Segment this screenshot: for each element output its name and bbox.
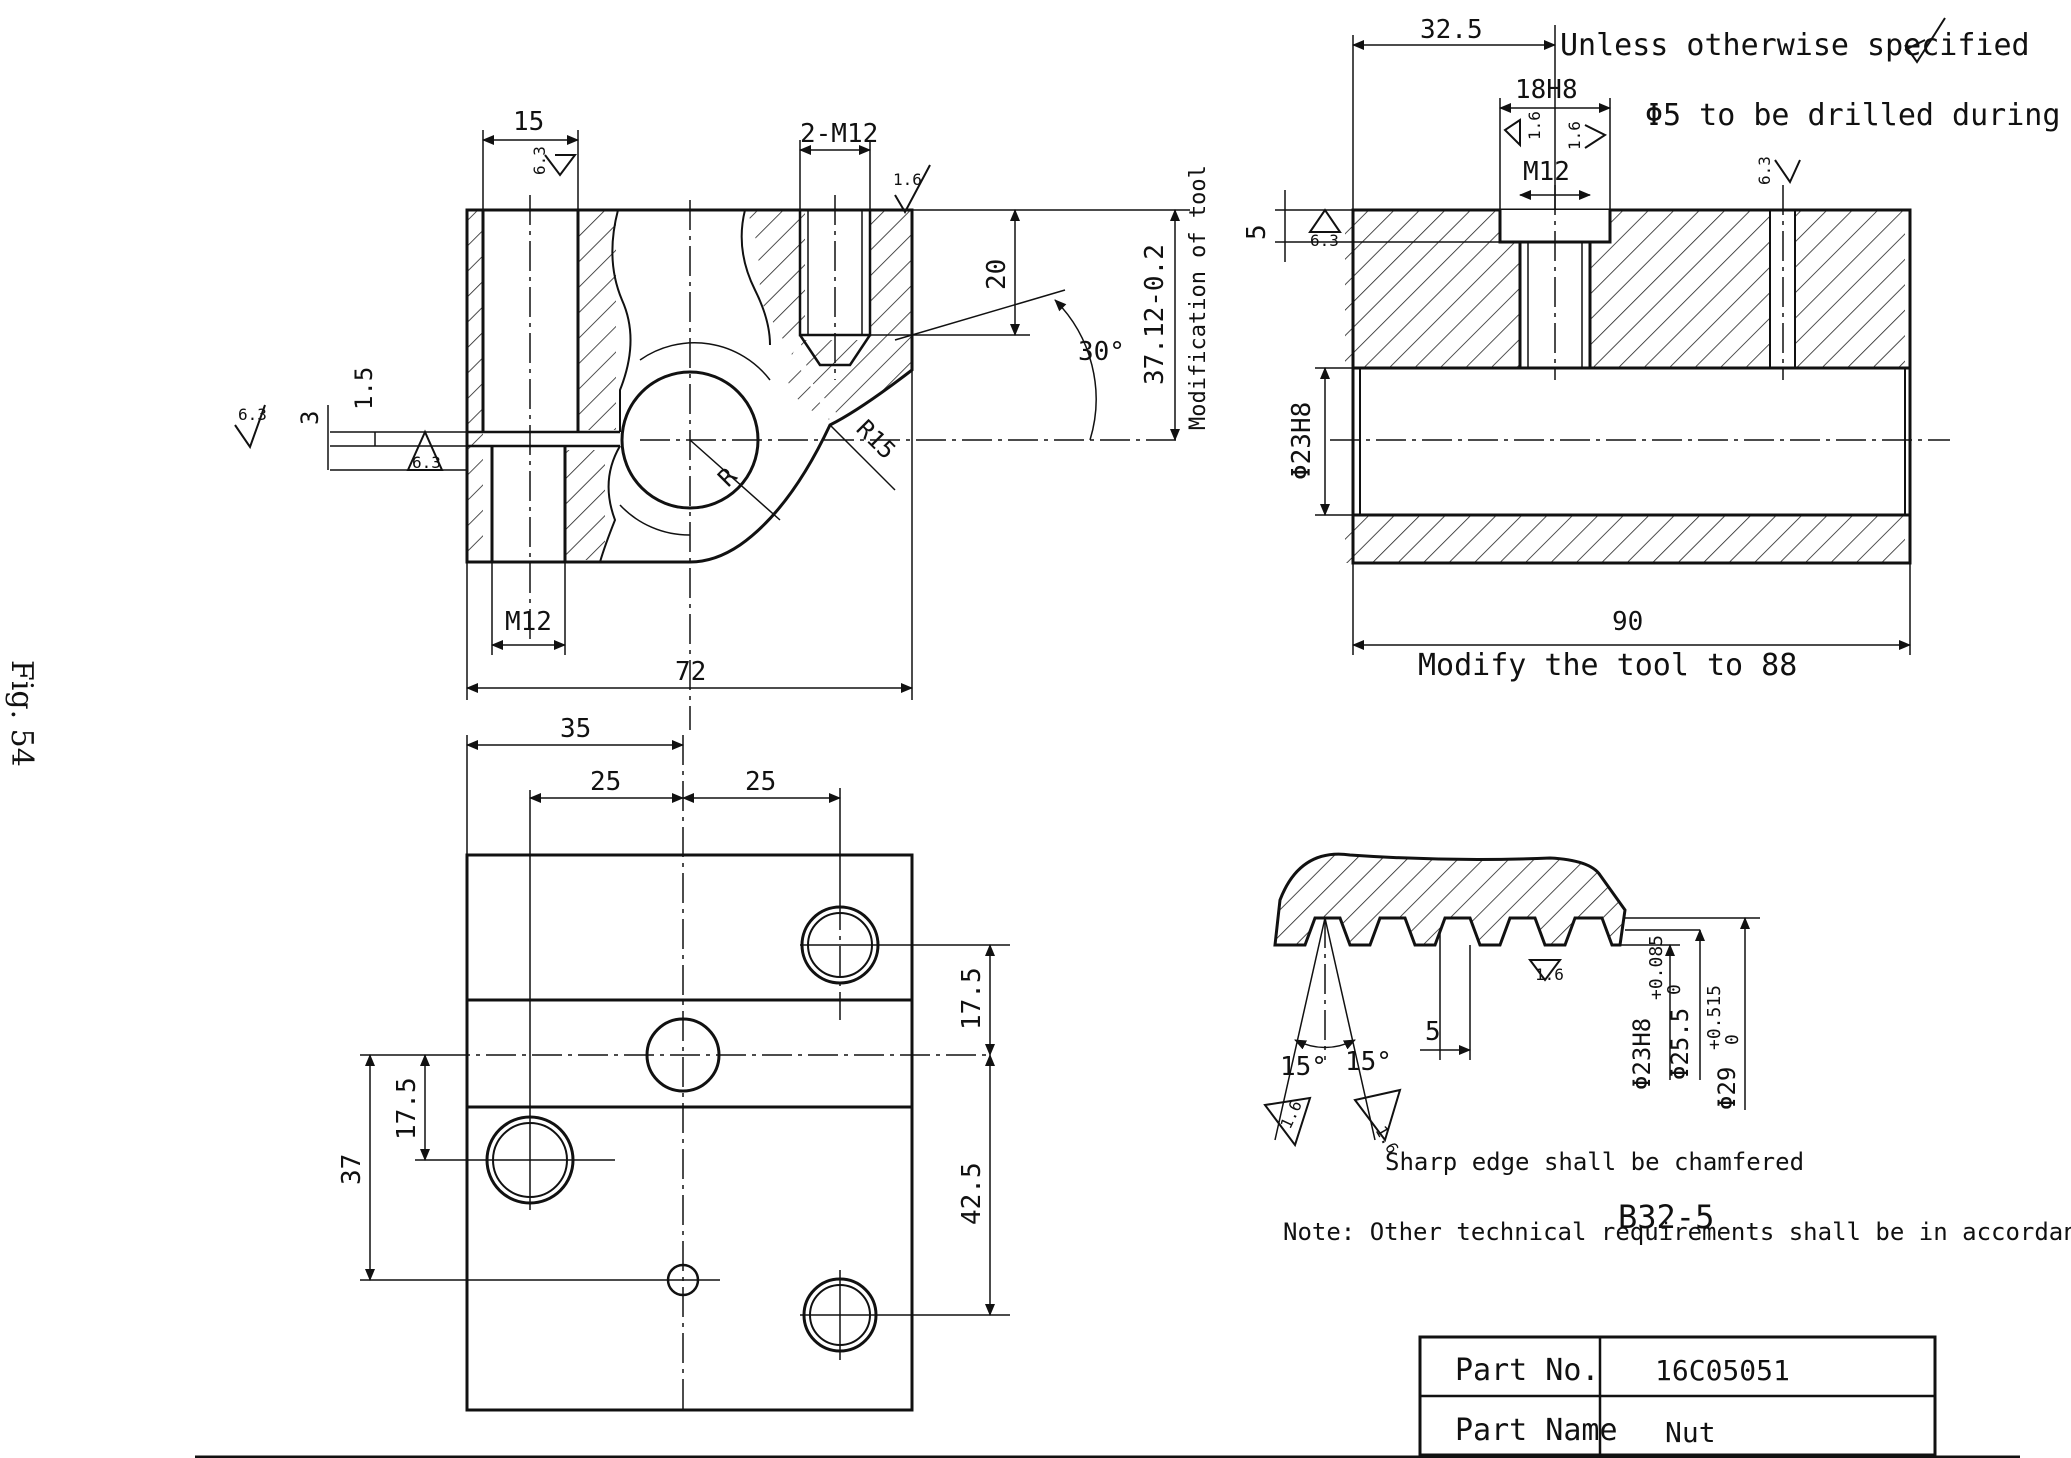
svg-text:1.6: 1.6 xyxy=(1525,111,1544,140)
part-name-label: Part Name xyxy=(1455,1413,1618,1448)
side-outline xyxy=(1351,208,1912,565)
side-text: 32.5 18H8 M12 5 Φ23H8 90 Unless otherwis… xyxy=(1242,15,2071,683)
front-view xyxy=(465,195,1180,730)
svg-text:30°: 30° xyxy=(1078,337,1125,367)
thread-detail xyxy=(1263,852,1760,1148)
svg-text:20: 20 xyxy=(982,259,1012,290)
chamfer-note: Sharp edge shall be chamfered xyxy=(1385,1148,1804,1176)
svg-text:+0.515: +0.515 xyxy=(1704,985,1725,1050)
front-hatch-left xyxy=(467,210,483,560)
svg-text:5: 5 xyxy=(1425,1017,1441,1047)
thread-text: 15° 15° 5 Φ23H8 Φ25.5 +0.085 0 Φ29 +0.51… xyxy=(1276,935,2071,1246)
svg-text:37: 37 xyxy=(337,1154,367,1185)
svg-text:17.5: 17.5 xyxy=(957,967,987,1030)
svg-text:35: 35 xyxy=(560,714,591,744)
svg-text:1.6: 1.6 xyxy=(1535,965,1564,984)
front-hatch-left3 xyxy=(565,450,605,560)
svg-text:18H8: 18H8 xyxy=(1515,75,1578,105)
top-dim-text: 35 25 25 17.5 42.5 17.5 37 xyxy=(337,714,987,1225)
modify-note: Modify the tool to 88 xyxy=(1418,648,1797,683)
front-hatch-left2 xyxy=(578,210,616,430)
front-hatch-right2 xyxy=(800,210,912,420)
svg-text:1.5: 1.5 xyxy=(350,367,378,410)
top-outline xyxy=(465,853,914,1412)
svg-text:15°: 15° xyxy=(1345,1047,1392,1077)
unless-note: Unless otherwise specified xyxy=(1560,28,2030,63)
svg-text:6.3: 6.3 xyxy=(530,146,549,175)
svg-text:M12: M12 xyxy=(1523,157,1570,187)
front-modification-note: Modification of tool xyxy=(1186,165,1211,430)
svg-text:37.12-0.2: 37.12-0.2 xyxy=(1140,244,1170,385)
svg-text:6.3: 6.3 xyxy=(1310,231,1339,250)
front-roughness xyxy=(234,154,931,471)
svg-text:6.3: 6.3 xyxy=(1755,156,1774,185)
svg-text:15°: 15° xyxy=(1280,1052,1327,1082)
drill-note: Φ5 to be drilled during assembly xyxy=(1645,98,2071,133)
top-view xyxy=(440,735,990,1412)
part-name-value: Nut xyxy=(1665,1416,1716,1449)
svg-text:32.5: 32.5 xyxy=(1420,15,1483,45)
svg-text:+0.085: +0.085 xyxy=(1646,935,1667,1000)
svg-text:Φ23H8: Φ23H8 xyxy=(1628,1018,1656,1090)
figure-label: Fig. 54 xyxy=(4,660,39,767)
svg-text:5: 5 xyxy=(1242,224,1272,240)
svg-text:2-M12: 2-M12 xyxy=(800,119,878,149)
svg-text:72: 72 xyxy=(675,657,706,687)
front-dim-text: 15 2-M12 20 37.12-0.2 30° R15 R 3 1.5 M1… xyxy=(296,107,1211,687)
svg-text:6.3: 6.3 xyxy=(238,405,267,424)
part-no-label: Part No. xyxy=(1455,1353,1600,1388)
title-block xyxy=(195,1335,2020,1458)
side-view xyxy=(1330,185,1950,565)
svg-text:1.6: 1.6 xyxy=(1565,121,1584,150)
svg-text:25: 25 xyxy=(745,767,776,797)
svg-text:Φ23H8: Φ23H8 xyxy=(1287,402,1317,480)
side-roughness xyxy=(1308,17,1946,233)
tech-note: Note: Other technical requirements shall… xyxy=(1283,1218,2071,1246)
svg-text:M12: M12 xyxy=(505,607,552,637)
svg-text:6.3: 6.3 xyxy=(412,453,441,472)
svg-text:90: 90 xyxy=(1612,607,1643,637)
svg-text:0: 0 xyxy=(1722,1034,1743,1045)
svg-text:R15: R15 xyxy=(851,414,901,464)
ref-b32-5: B32-5 xyxy=(1618,1198,1714,1236)
svg-text:Φ25.5: Φ25.5 xyxy=(1666,1008,1694,1080)
front-outline xyxy=(465,208,914,564)
svg-text:1.6: 1.6 xyxy=(893,170,922,189)
svg-text:0: 0 xyxy=(1664,984,1685,995)
side-dims xyxy=(1275,25,1911,655)
svg-text:15: 15 xyxy=(513,107,544,137)
svg-text:25: 25 xyxy=(590,767,621,797)
svg-text:3: 3 xyxy=(296,411,324,425)
svg-text:17.5: 17.5 xyxy=(392,1077,422,1140)
part-no-value: 16C05051 xyxy=(1655,1354,1790,1387)
front-hatch-right xyxy=(745,210,830,420)
svg-text:42.5: 42.5 xyxy=(957,1162,987,1225)
svg-text:Φ29: Φ29 xyxy=(1713,1067,1741,1110)
top-dims xyxy=(360,735,1010,1316)
front-dims xyxy=(327,130,1190,700)
thread-profile xyxy=(1273,852,1627,947)
